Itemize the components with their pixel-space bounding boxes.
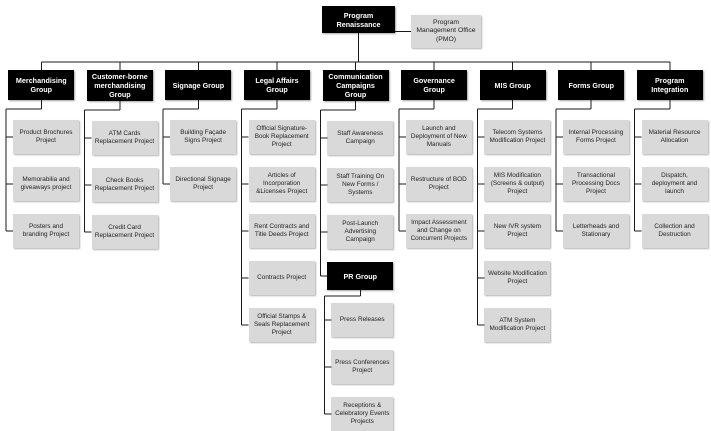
project-node: Rent Contracts and Title Deeds Project — [248, 214, 315, 248]
project-node: Check Books Replacement Project — [91, 168, 158, 202]
group-column-forms: Forms Group Internal Processing Forms Pr… — [552, 70, 631, 248]
project-list: ATM Cards Replacement Project Check Book… — [91, 121, 158, 249]
group-node-communication-campaigns: Communication Campaigns Group — [322, 70, 389, 101]
project-node: Memorabilia and giveaways project — [13, 167, 79, 201]
group-node-legal-affairs: Legal Affairs Group — [243, 70, 310, 100]
group-column-signage: Signage Group Building Façade Signs Proj… — [159, 70, 238, 201]
group-node-customer-borne-merchandising: Customer-borne merchandising Group — [86, 70, 153, 101]
project-node: ATM Cards Replacement Project — [91, 121, 158, 155]
project-list: Telecom Systems Modification Project MIS… — [484, 120, 551, 342]
project-node: Product Brochures Project — [13, 120, 79, 154]
group-column-program-integration: Program Integration Material Resource Al… — [631, 70, 710, 248]
pmo-node: Program Management Office (PMO) — [411, 15, 481, 48]
project-node: Official Stamps & Seals Replacement Proj… — [248, 308, 315, 342]
project-node: Articles of Incorporation &Licenses Proj… — [248, 167, 315, 201]
group-column-mis: MIS Group Telecom Systems Modification P… — [473, 70, 552, 342]
group-node-governance: Governance Group — [401, 70, 468, 100]
project-list: Building Façade Signs Project Directiona… — [170, 120, 237, 201]
project-node: Building Façade Signs Project — [170, 120, 237, 154]
project-node: Telecom Systems Modification Project — [484, 120, 551, 154]
group-column-communication-campaigns: Communication Campaigns Group Staff Awar… — [316, 70, 395, 431]
group-node-program-integration: Program Integration — [636, 70, 703, 100]
group-node-merchandising: Merchandising Group — [8, 70, 75, 100]
project-node: Impact Assessment and Change on Concurre… — [405, 214, 472, 248]
project-node: Letterheads and Stationary — [562, 214, 629, 248]
project-node: Official Signature-Book Replacement Proj… — [248, 120, 315, 154]
project-node: Directional Signage Project — [170, 167, 237, 201]
project-node: Post-Launch Advertising Campaign — [327, 215, 394, 249]
project-list: Internal Processing Forms Project Transa… — [562, 120, 629, 248]
project-list: Launch and Deployment of New Manuals Res… — [405, 120, 472, 248]
project-node: Internal Processing Forms Project — [562, 120, 629, 154]
group-column-legal-affairs: Legal Affairs Group Official Signature-B… — [238, 70, 317, 342]
group-column-customer-borne-merchandising: Customer-borne merchandising Group ATM C… — [81, 70, 160, 249]
pr-group-node: PR Group — [327, 262, 394, 290]
project-node: Material Resource Allocation — [641, 120, 708, 154]
project-node: Staff Training On New Forms / Systems — [327, 168, 394, 202]
project-list: Product Brochures Project Memorabilia an… — [13, 120, 79, 248]
project-list: Staff Awareness Campaign Staff Training … — [327, 121, 394, 431]
group-node-signage: Signage Group — [165, 70, 232, 100]
group-node-mis: MIS Group — [479, 70, 546, 100]
project-list: Material Resource Allocation Dispatch, d… — [641, 120, 708, 248]
project-node: Posters and branding Project — [13, 214, 79, 248]
groups-row: Merchandising Group Product Brochures Pr… — [2, 70, 709, 431]
project-node: Transactional Processing Docs Project — [562, 167, 629, 201]
project-node: Press Conferences Project — [331, 350, 394, 384]
project-node: Staff Awareness Campaign — [327, 121, 394, 155]
project-node: Collection and Destruction — [641, 214, 708, 248]
project-list: Official Signature-Book Replacement Proj… — [248, 120, 315, 342]
group-column-merchandising: Merchandising Group Product Brochures Pr… — [2, 70, 81, 248]
project-node: New IVR system Project — [484, 214, 551, 248]
root-node: Program Renaissance — [322, 6, 395, 33]
group-column-governance: Governance Group Launch and Deployment o… — [395, 70, 474, 248]
project-node: Receptions & Celebratory Events Projects — [331, 397, 394, 431]
project-node: Website Modification Project — [484, 261, 551, 295]
project-node: Press Releases — [331, 303, 394, 337]
group-node-forms: Forms Group — [558, 70, 625, 100]
project-node: MIS Modification (Screens & output) Proj… — [484, 167, 551, 201]
project-node: Restructure of BOD Project — [405, 167, 472, 201]
project-node: Launch and Deployment of New Manuals — [405, 120, 472, 154]
project-node: Contracts Project — [248, 261, 315, 295]
project-node: Credit Card Replacement Project — [91, 215, 158, 249]
pr-project-list: Press Releases Press Conferences Project… — [331, 303, 394, 431]
project-node: Dispatch, deployment and launch — [641, 167, 708, 201]
project-node: ATM System Modification Project — [484, 308, 551, 342]
